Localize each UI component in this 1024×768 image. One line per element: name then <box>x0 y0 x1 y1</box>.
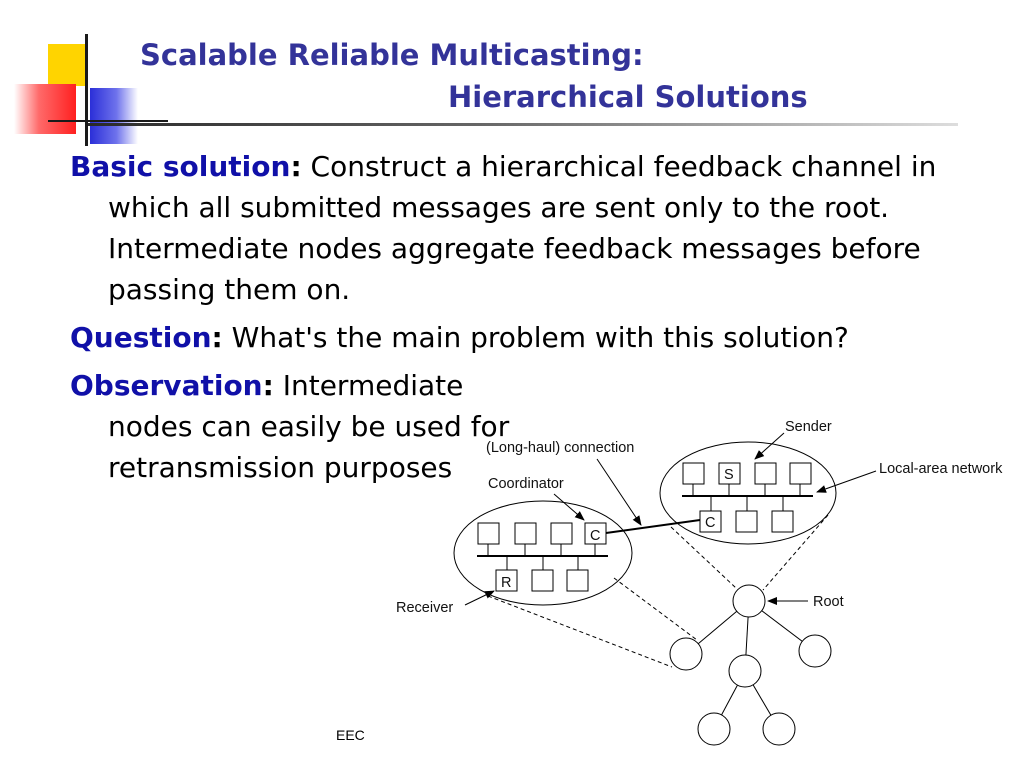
slide-footer: EEC <box>336 727 365 743</box>
local-area-arrow <box>816 470 877 493</box>
left-host <box>550 522 573 545</box>
right-host <box>789 462 812 485</box>
dashed-mapping-line <box>670 526 737 589</box>
right-lan-ellipse <box>659 441 837 545</box>
dashed-mapping-line <box>613 577 698 641</box>
paragraph-text: Construct a hierarchical feedback channe… <box>108 150 937 306</box>
paragraph-observation: Observation: Intermediate nodes can easi… <box>70 365 1000 488</box>
slide-logo-decoration <box>0 0 168 160</box>
sender-letter: S <box>724 467 734 483</box>
sender-arrow <box>754 432 785 460</box>
long-haul-connection-line <box>605 519 701 534</box>
left-host <box>477 522 500 545</box>
long-haul-label: (Long-haul) connection <box>486 440 634 456</box>
logo-vertical-line <box>85 34 88 146</box>
right-lan: S C <box>682 462 813 533</box>
logo-yellow-square <box>48 44 88 86</box>
slide-title: Scalable Reliable Multicasting: Hierarch… <box>140 34 840 118</box>
receiver-node <box>495 569 518 592</box>
keyword-question: Question <box>70 321 212 354</box>
receiver-arrow <box>464 590 495 606</box>
paragraph-question: Question: What's the main problem with t… <box>70 317 1000 358</box>
root-node <box>732 584 766 618</box>
paragraph-text: What's the main problem with this soluti… <box>222 321 849 354</box>
tree-node <box>697 712 731 746</box>
long-haul-arrow <box>596 458 642 526</box>
logo-red-square <box>14 84 76 134</box>
paragraph-basic-solution: Basic solution: Construct a hierarchical… <box>70 146 1000 310</box>
tree-node <box>728 654 762 688</box>
left-lan-ellipse <box>453 500 633 606</box>
slide-title-line2: Hierarchical Solutions <box>448 80 808 114</box>
keyword-colon: : <box>211 321 223 354</box>
slide-body: Basic solution: Construct a hierarchical… <box>70 146 1000 495</box>
keyword-basic-solution: Basic solution <box>70 150 291 183</box>
right-host <box>735 510 758 533</box>
root-label: Root <box>813 594 844 610</box>
paragraph-text: Intermediate nodes can easily be used fo… <box>108 369 510 484</box>
left-lan: C R <box>477 522 608 592</box>
tree-node <box>798 634 832 668</box>
slide-title-line1: Scalable Reliable Multicasting: <box>140 38 644 72</box>
left-host <box>531 569 554 592</box>
dashed-mapping-line <box>487 595 673 668</box>
local-area-label: Local-area network <box>879 461 1003 477</box>
dashed-mapping-line <box>762 514 829 591</box>
left-host <box>514 522 537 545</box>
feedback-tree <box>669 584 832 746</box>
logo-blue-square <box>90 88 138 144</box>
tree-node <box>762 712 796 746</box>
receiver-letter: R <box>501 575 511 591</box>
left-host <box>566 569 589 592</box>
right-host <box>771 510 794 533</box>
coordinator-label: Coordinator <box>488 476 564 492</box>
right-coordinator-letter: C <box>705 515 715 531</box>
keyword-colon: : <box>262 369 274 402</box>
receiver-label: Receiver <box>396 600 453 616</box>
tree-node <box>669 637 703 671</box>
coordinator-arrow <box>553 493 585 521</box>
left-coordinator-letter: C <box>590 528 600 544</box>
keyword-observation: Observation <box>70 369 263 402</box>
sender-label: Sender <box>785 419 832 435</box>
right-host <box>682 462 705 485</box>
logo-horizontal-line <box>48 120 168 122</box>
right-coordinator-node <box>699 510 722 533</box>
title-underline <box>88 123 958 126</box>
right-host <box>754 462 777 485</box>
keyword-colon: : <box>290 150 302 183</box>
